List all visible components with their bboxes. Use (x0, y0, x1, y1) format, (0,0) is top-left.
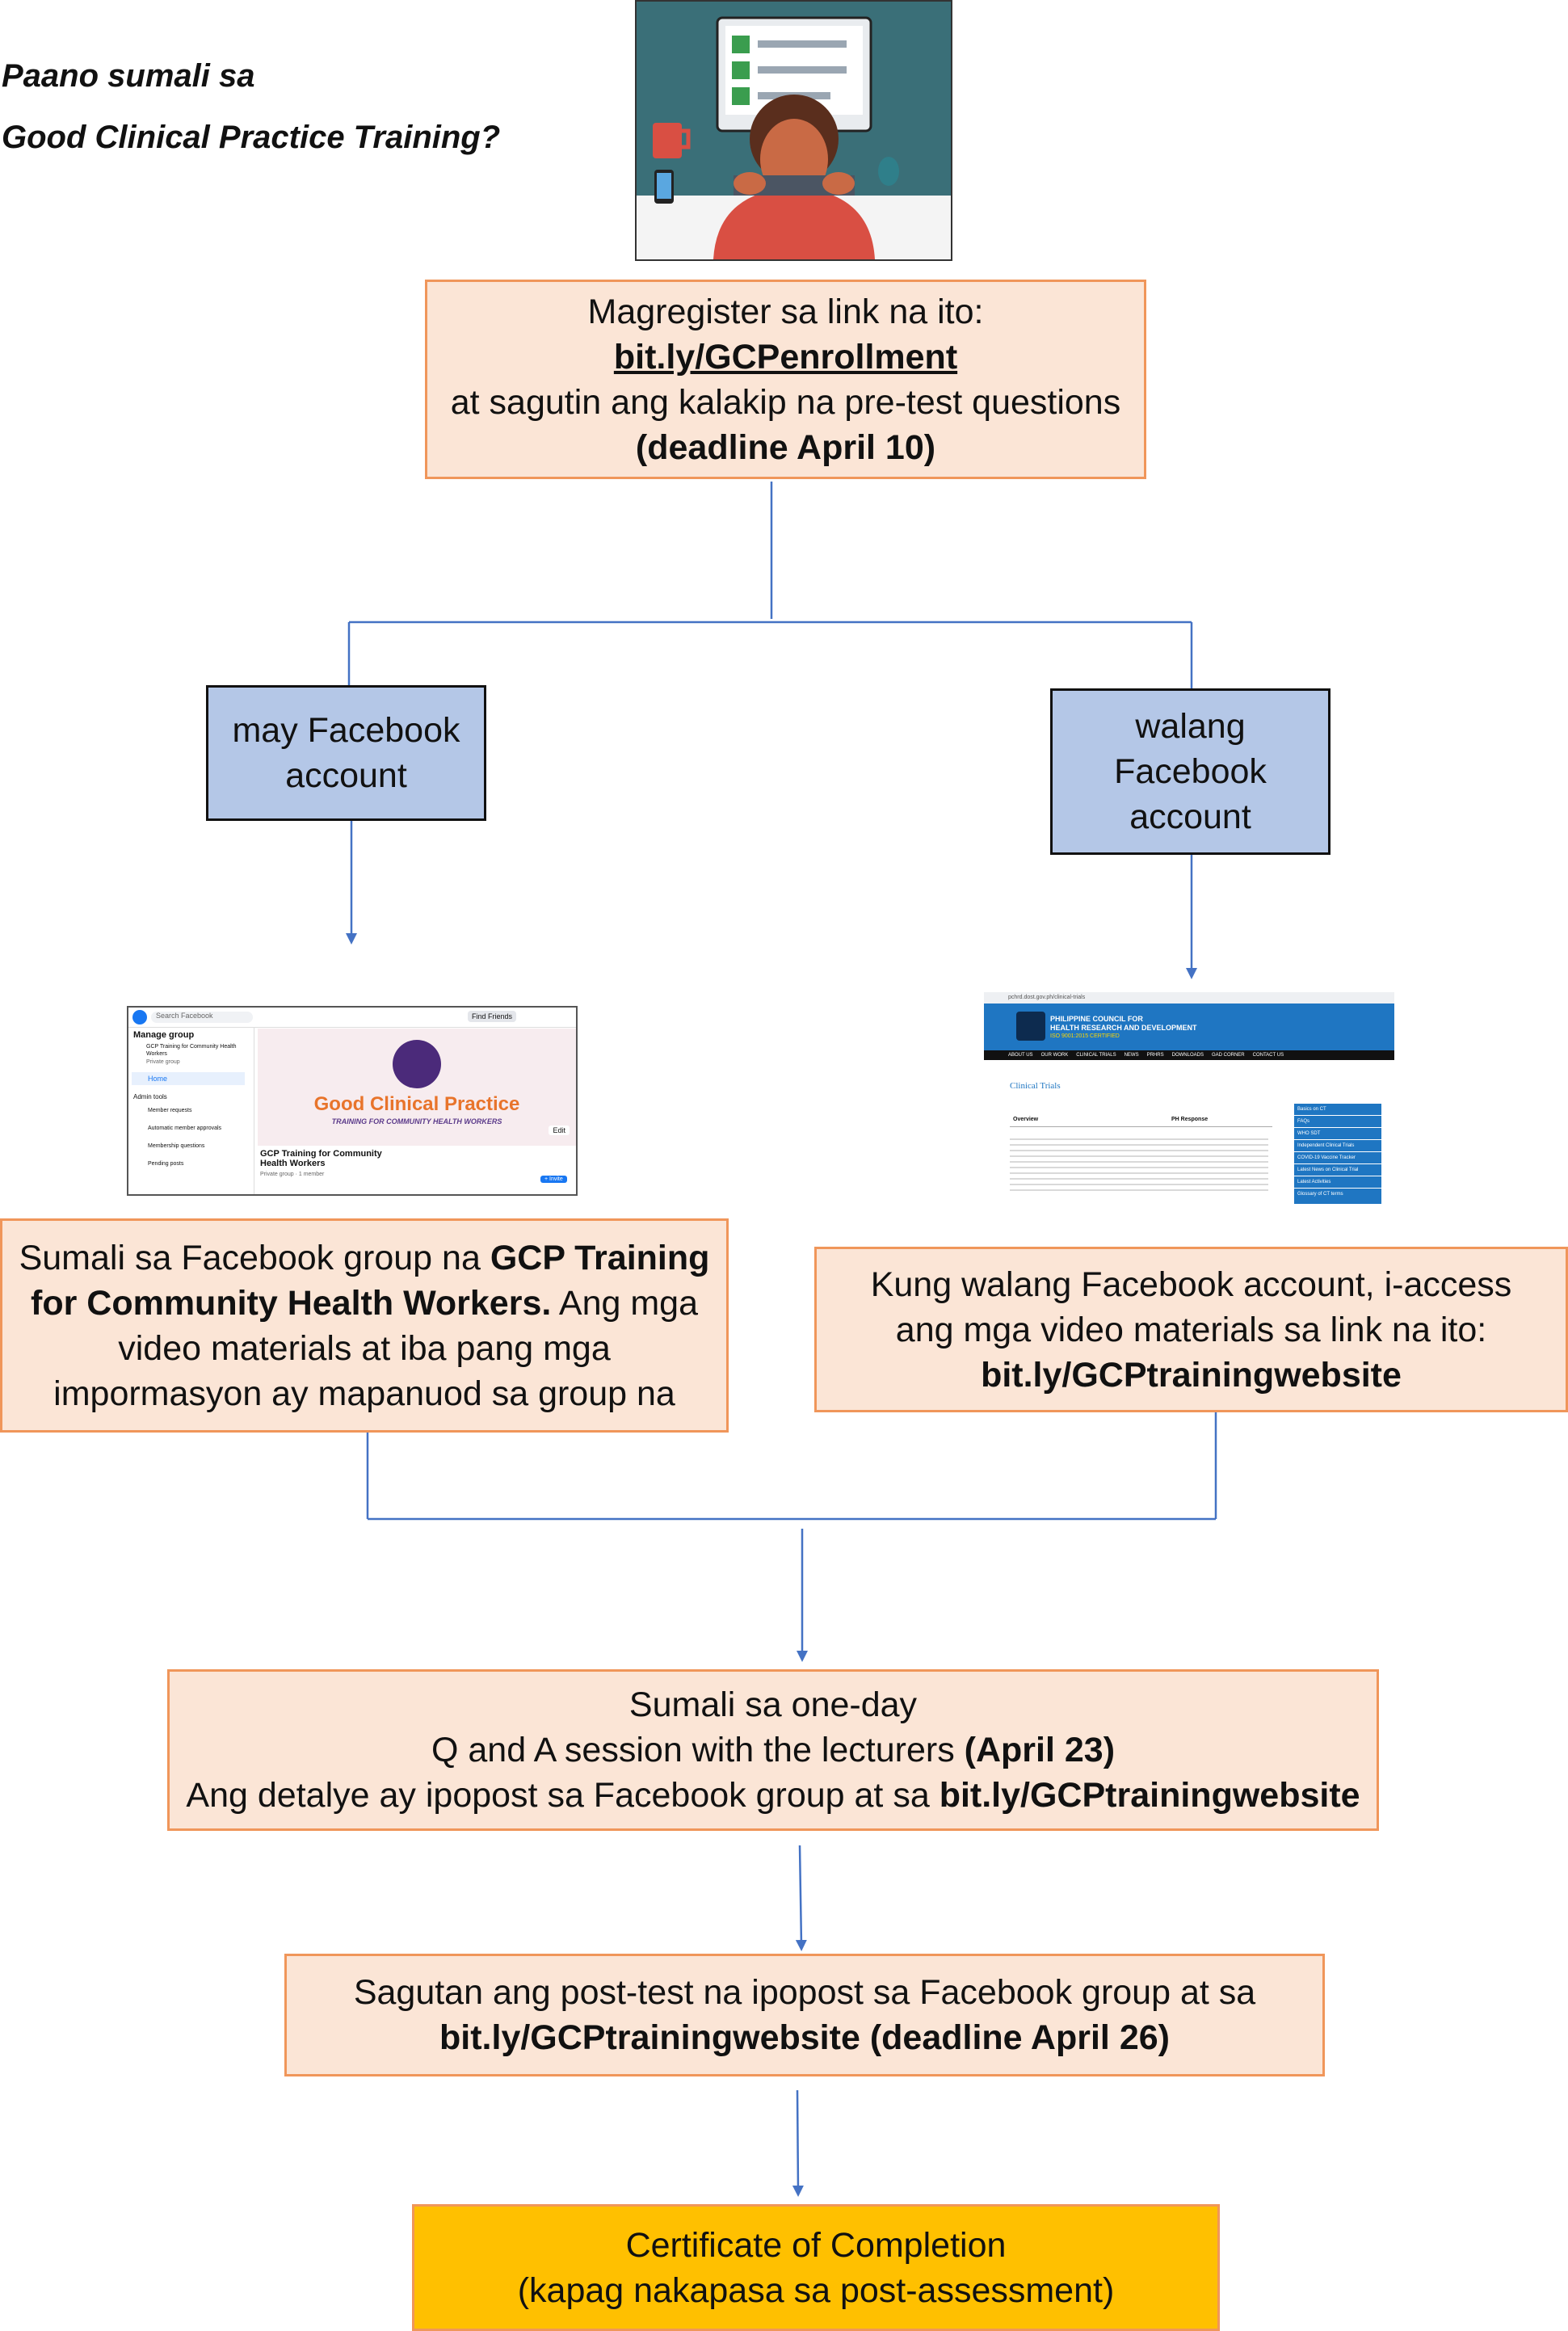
group-meta: Private group · 1 member (260, 1172, 325, 1177)
sidebar-item[interactable]: COVID-19 Vaccine Tracker (1294, 1152, 1381, 1164)
has-facebook-box: may Facebook account (206, 685, 486, 821)
title-line-2: Good Clinical Practice Training? (2, 120, 501, 155)
nav-item[interactable]: PRHRS (1146, 1053, 1164, 1058)
page-heading: Clinical Trials (1010, 1081, 1061, 1091)
facebook-group-step-box: Sumali sa Facebook group na GCP Training… (0, 1218, 729, 1433)
pchrd-logo-icon (1016, 1012, 1045, 1041)
title-line-1: Paano sumali sa (2, 58, 255, 94)
fb-step-line-1: Sumali sa Facebook group na GCP Training (19, 1238, 710, 1277)
qa-session-step-box: Sumali sa one-day Q and A session with t… (167, 1669, 1379, 1831)
pchrd-website-screenshot: pchrd.dost.gov.ph/clinical-trials PHILIP… (984, 992, 1394, 1204)
has-facebook-line-2: account (285, 756, 407, 795)
manage-group-heading: Manage group (133, 1030, 195, 1040)
find-friends-button[interactable]: Find Friends (468, 1011, 517, 1022)
post-test-line-2: bit.ly/GCPtrainingwebsite (deadline Apri… (439, 2018, 1170, 2057)
edit-cover-button[interactable]: Edit (549, 1126, 570, 1135)
browser-address-bar[interactable]: pchrd.dost.gov.ph/clinical-trials (984, 992, 1394, 1004)
no-facebook-line-1: walang (1135, 707, 1246, 746)
training-website-link[interactable]: bit.ly/GCPtrainingwebsite (981, 1355, 1402, 1395)
fb-step-line-2: for Community Health Workers. Ang mga (31, 1283, 698, 1323)
facebook-search[interactable]: Search Facebook (151, 1012, 253, 1023)
sidebar-item[interactable]: Latest Activities (1294, 1176, 1381, 1189)
qa-line-1: Sumali sa one-day (628, 1685, 918, 1724)
certificate-title: Certificate of Completion (625, 2225, 1007, 2265)
sidebar-item[interactable]: WHO SDT (1294, 1128, 1381, 1140)
org-name-2: HEALTH RESEARCH AND DEVELOPMENT (1050, 1024, 1197, 1032)
site-nav: ABOUT US OUR WORK CLINICAL TRIALS NEWS P… (984, 1050, 1394, 1060)
computer-user-illustration (635, 0, 952, 261)
fb-step-line-3: video materials at iba pang mga (118, 1328, 611, 1368)
admin-menu-item[interactable]: Member requests (148, 1108, 192, 1113)
sidebar-item[interactable]: FAQs (1294, 1116, 1381, 1128)
no-facebook-box: walang Facebook account (1050, 688, 1330, 855)
nav-item[interactable]: DOWNLOADS (1171, 1053, 1204, 1058)
pchrd-header: PHILIPPINE COUNCIL FOR HEALTH RESEARCH A… (984, 1004, 1394, 1050)
content-tabs: Overview PH Response (1010, 1115, 1272, 1127)
qa-line-3: Ang detalye ay ipopost sa Facebook group… (186, 1776, 1360, 1815)
nav-item[interactable]: OUR WORK (1040, 1053, 1069, 1058)
register-step-box: Magregister sa link na ito: bit.ly/GCPen… (425, 280, 1146, 479)
admin-menu-item[interactable]: Automatic member approvals (148, 1126, 222, 1131)
facebook-logo-icon (132, 1010, 147, 1025)
tab-overview[interactable]: Overview (1013, 1117, 1039, 1122)
register-deadline: (deadline April 10) (635, 427, 936, 467)
org-cert: ISO 9001:2015 CERTIFIED (1050, 1033, 1120, 1039)
post-test-step-box: Sagutan ang post-test na ipopost sa Face… (284, 1954, 1325, 2076)
register-instruction: Magregister sa link na ito: (587, 292, 984, 331)
qa-line-2: Q and A session with the lecturers (Apri… (431, 1731, 1116, 1769)
gcp-logo-icon (393, 1040, 441, 1088)
admin-menu-item[interactable]: Membership questions (148, 1143, 205, 1149)
group-private-label: Private group (146, 1059, 180, 1065)
body-text-placeholder (1010, 1134, 1268, 1191)
website-step-box: Kung walang Facebook account, i-access a… (814, 1247, 1568, 1412)
no-facebook-line-3: account (1129, 797, 1251, 836)
banner-title: Good Clinical Practice (313, 1093, 520, 1115)
certificate-condition: (kapag nakapasa sa post-assessment) (517, 2270, 1115, 2310)
tab-ph-response[interactable]: PH Response (1171, 1117, 1209, 1122)
sidebar-item[interactable]: Glossary of CT terms (1297, 1192, 1343, 1197)
nav-item[interactable]: NEWS (1124, 1053, 1139, 1058)
group-cover-banner: Good Clinical Practice TRAINING FOR COMM… (258, 1029, 576, 1146)
sidebar-menu: Basics on CT FAQs WHO SDT Independent Cl… (1294, 1104, 1381, 1204)
sidebar-item[interactable]: Basics on CT (1294, 1104, 1381, 1116)
invite-button[interactable]: + Invite (540, 1176, 567, 1183)
certificate-box: Certificate of Completion (kapag nakapas… (412, 2204, 1220, 2331)
nav-item[interactable]: CLINICAL TRIALS (1076, 1053, 1116, 1058)
sidebar-item[interactable]: Independent Clinical Trials (1294, 1140, 1381, 1152)
group-small-name: GCP Training for Community Health Worker… (146, 1044, 237, 1057)
post-test-line-1: Sagutan ang post-test na ipopost sa Face… (353, 1973, 1256, 2012)
nav-item[interactable]: GAD CORNER (1211, 1053, 1245, 1058)
admin-tools-heading: Admin tools (133, 1093, 167, 1100)
web-step-line-2: ang mga video materials sa link na ito: (895, 1310, 1487, 1349)
facebook-group-screenshot: Search Facebook Find Friends Manage grou… (127, 1006, 578, 1196)
pretest-instruction: at sagutin ang kalakip na pre-test quest… (450, 382, 1121, 422)
org-name-1: PHILIPPINE COUNCIL FOR (1050, 1015, 1143, 1023)
web-step-line-1: Kung walang Facebook account, i-access (870, 1264, 1512, 1304)
group-name: GCP Training for Community Health Worker… (260, 1149, 382, 1168)
nav-item[interactable]: CONTACT US (1252, 1053, 1284, 1058)
no-facebook-line-2: Facebook (1114, 752, 1267, 791)
home-nav-item[interactable]: Home (132, 1072, 245, 1085)
admin-menu-item[interactable]: Pending posts (148, 1161, 184, 1167)
sidebar-item[interactable]: Latest News on Clinical Trial (1294, 1164, 1381, 1176)
enrollment-link[interactable]: bit.ly/GCPenrollment (613, 337, 958, 377)
nav-item[interactable]: ABOUT US (1008, 1053, 1033, 1058)
fb-step-line-4: impormasyon ay mapanuod sa group na (53, 1374, 675, 1413)
banner-subtitle: TRAINING FOR COMMUNITY HEALTH WORKERS (331, 1117, 502, 1126)
has-facebook-line-1: may Facebook (232, 711, 460, 750)
